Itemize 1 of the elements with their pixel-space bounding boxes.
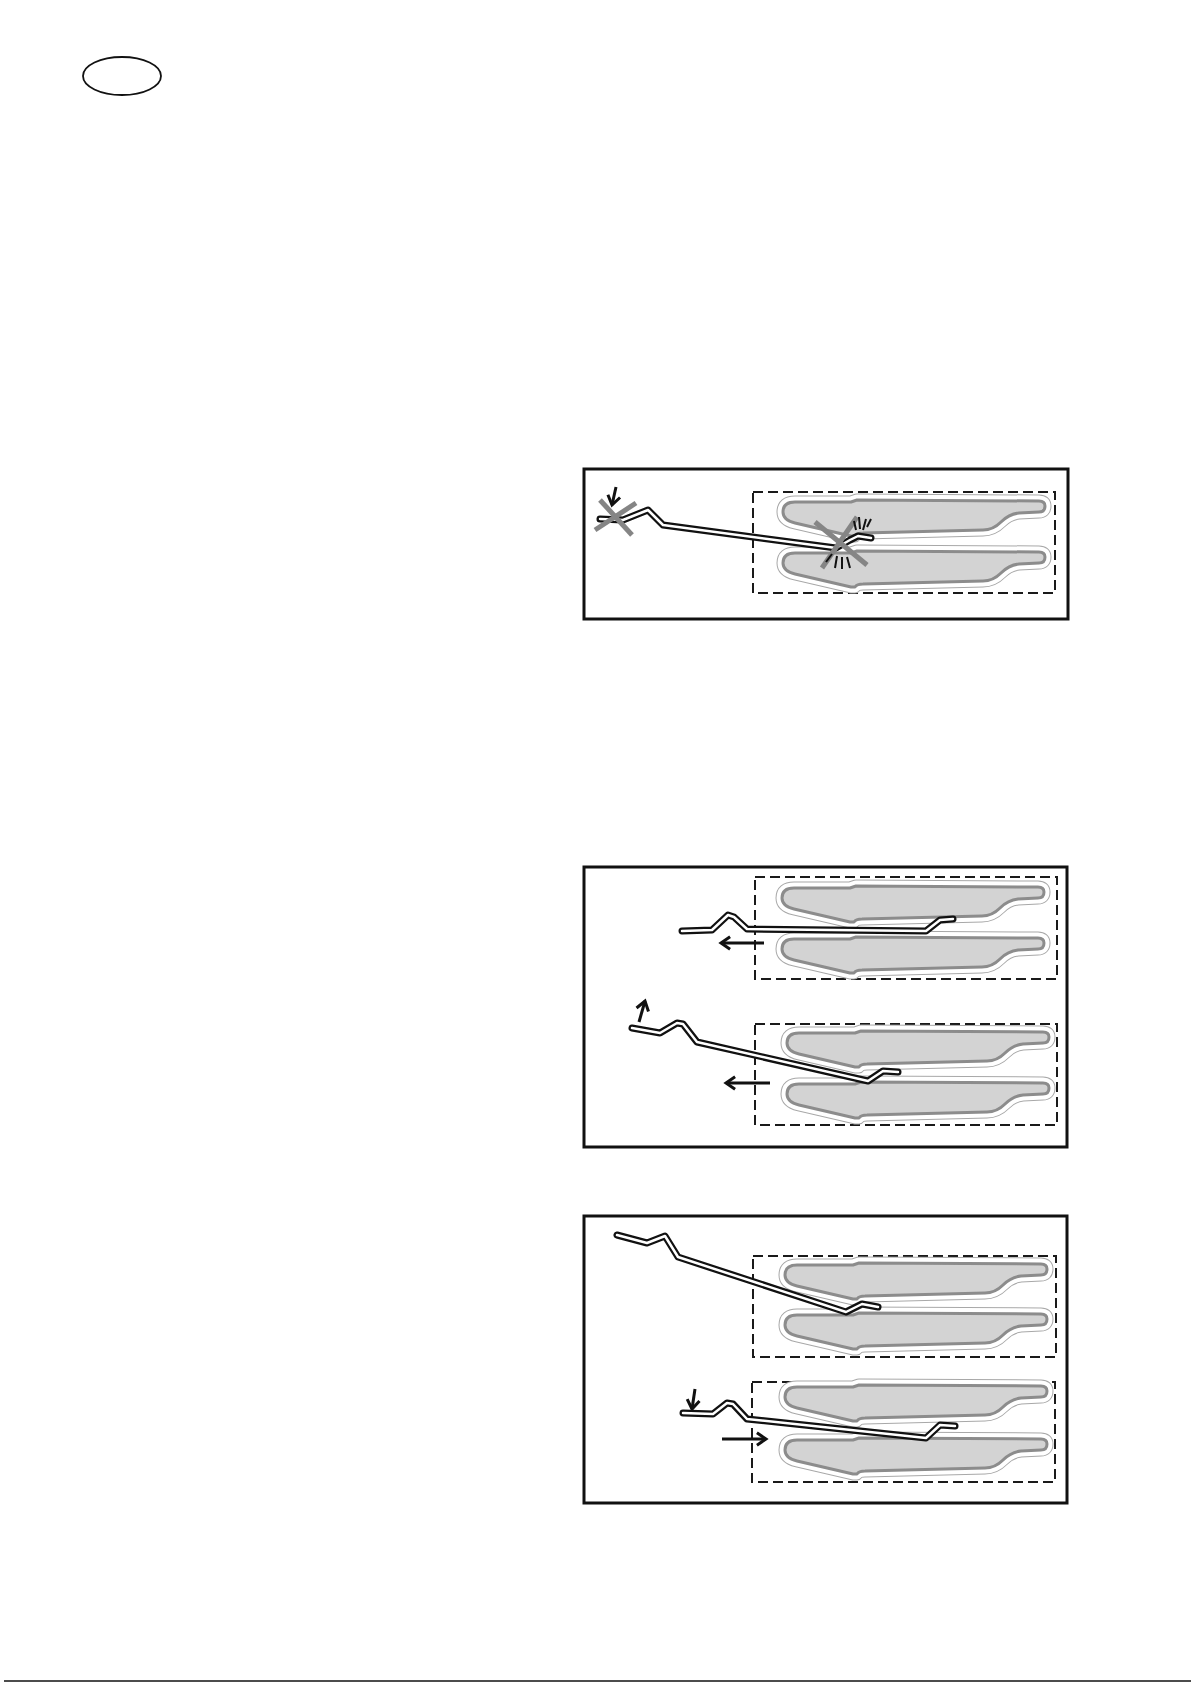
empty-oval bbox=[82, 56, 162, 96]
